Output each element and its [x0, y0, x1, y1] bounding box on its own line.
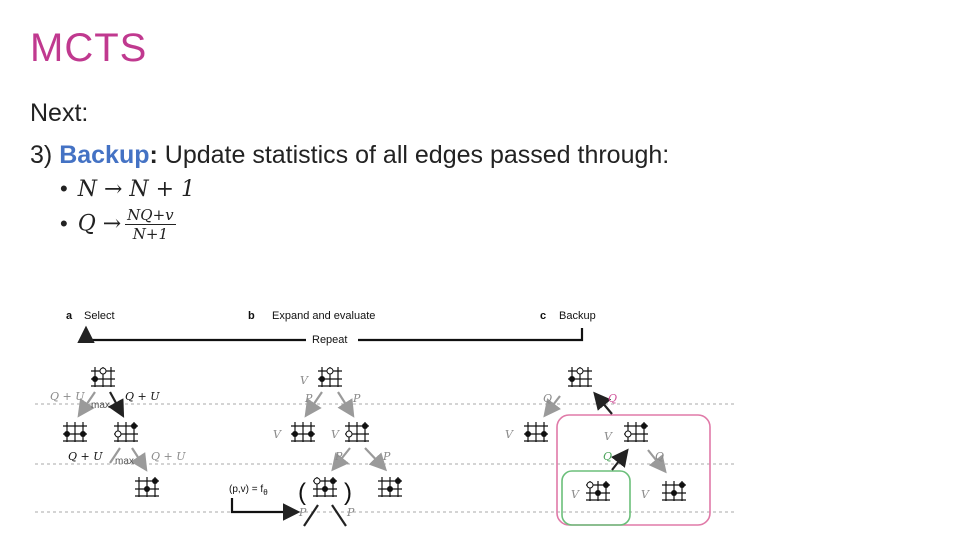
backup-path-box: [557, 415, 710, 525]
expand-paren-right: ): [344, 479, 352, 506]
max-label: max: [115, 456, 134, 467]
prior-label-p: P: [352, 392, 361, 405]
panel-b-label: Expand and evaluate: [272, 310, 375, 322]
panel-b-letter: b: [248, 310, 255, 322]
q-label-updated: Q: [608, 392, 617, 405]
prior-label-p: P: [304, 392, 313, 405]
value-label-v: V: [505, 428, 514, 441]
network-eval-label: (p,v) = fθ: [229, 484, 268, 497]
edge-label-qu: Q + U: [68, 450, 103, 463]
value-label-v: V: [331, 428, 340, 441]
edge-label-qu: Q + U: [50, 390, 85, 403]
value-label-v: V: [641, 488, 650, 501]
panel-c-letter: c: [540, 310, 546, 322]
panel-a-letter: a: [66, 310, 73, 322]
prior-label-p: P: [334, 450, 343, 463]
q-label: Q: [655, 450, 664, 463]
prior-label-p: P: [298, 506, 307, 519]
edge-label-qu: Q + U: [125, 390, 160, 403]
value-label-v: V: [273, 428, 282, 441]
panel-a-label: Select: [84, 310, 115, 322]
expand-paren-left: (: [298, 479, 306, 506]
panel-c-backup: Q Q V V Q Q V V: [505, 367, 710, 525]
q-label: Q: [543, 392, 552, 405]
panel-c-label: Backup: [559, 310, 596, 322]
value-label-v: V: [571, 488, 580, 501]
prior-label-p: P: [382, 450, 391, 463]
max-label: max: [91, 400, 110, 411]
repeat-label: Repeat: [312, 334, 347, 346]
prior-label-p: P: [346, 506, 355, 519]
q-label-leaf: Q: [603, 450, 612, 463]
panel-a-select: Q + U Q + U max Q + U max Q + U: [50, 367, 186, 497]
evaluate-arrow: [232, 498, 296, 512]
value-label-v: V: [300, 374, 309, 387]
value-label-v: V: [604, 430, 613, 443]
edge-label-qu: Q + U: [151, 450, 186, 463]
panel-b-expand: ( ) V P P V V P P P P (p,v) = fθ: [229, 367, 402, 526]
